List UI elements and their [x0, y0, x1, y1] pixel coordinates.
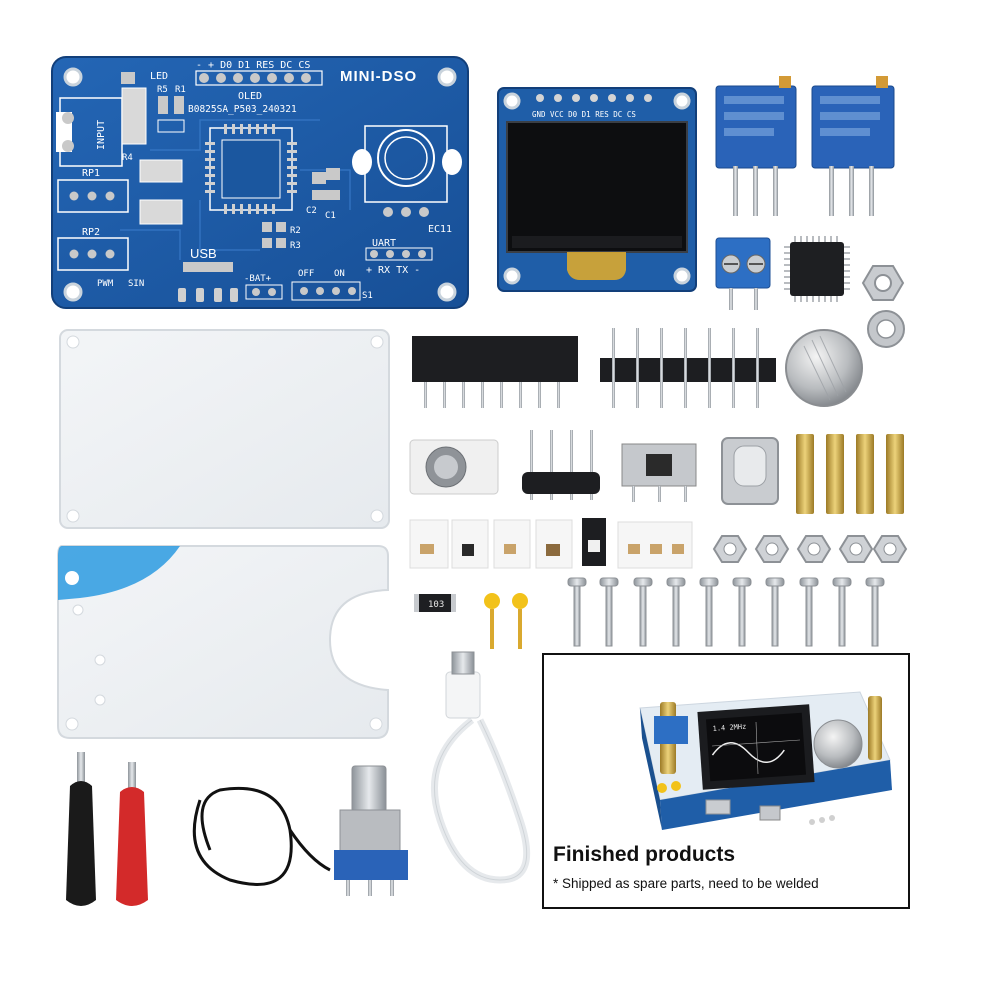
- brass-standoffs: [796, 434, 904, 514]
- pcb-title: MINI-DSO: [340, 68, 417, 85]
- mcu-footprint: [205, 124, 297, 214]
- uart-pin-labels: + RX TX -: [366, 265, 420, 276]
- s1-label: S1: [362, 291, 373, 301]
- uart-label: UART: [372, 238, 396, 249]
- sin-label: SIN: [128, 279, 144, 289]
- hex-nut-large: [861, 265, 905, 301]
- oled-screen: [506, 121, 688, 253]
- slide-switch: [621, 443, 697, 502]
- washer: [867, 310, 905, 348]
- buzzer-module: [409, 439, 499, 495]
- female-pin-header: [412, 336, 578, 408]
- board-code: B0825SA_P503_240321: [188, 104, 297, 115]
- main-pcb: - + D0 D1 RES DC CS MINI-DSO OLED B0825S…: [51, 56, 469, 309]
- trim-potentiometer-1: [715, 76, 797, 216]
- oled-module-pin-labels: GND VCC D0 D1 RES DC CS: [532, 110, 636, 119]
- c1-label: C1: [325, 211, 336, 221]
- input-label: INPUT: [96, 120, 107, 150]
- finished-products-title: Finished products: [553, 843, 736, 866]
- usb-cable: [430, 651, 531, 884]
- oled-label: OLED: [238, 91, 262, 102]
- acrylic-panel-top: [59, 329, 390, 529]
- male-pin-header: [600, 328, 776, 408]
- black-jumper-wire: [192, 786, 331, 886]
- r4-label: R4: [122, 153, 133, 163]
- mcu-chip: [784, 236, 850, 302]
- four-pin-header: [522, 430, 600, 500]
- oled-header-pads: [195, 70, 323, 86]
- inductor-pad: [121, 87, 147, 145]
- trim-potentiometer-2: [811, 76, 895, 216]
- yellow-test-pins: [484, 593, 528, 649]
- acrylic-panel-bottom: [57, 545, 389, 739]
- r2-label: R2: [290, 226, 301, 236]
- rp2-label: RP2: [82, 227, 100, 238]
- c2-label: C2: [306, 206, 317, 216]
- oled-flex-cable: [567, 252, 626, 280]
- usb-c-connector: [721, 437, 779, 505]
- finished-product-box: 1.4 2MHz: [542, 653, 910, 909]
- input-connector-footprint: INPUT: [56, 97, 123, 167]
- pcb-mounting-holes: [63, 67, 457, 302]
- encoder-knob: [785, 329, 863, 407]
- usb-label: USB: [190, 246, 217, 261]
- oled-module: GND VCC D0 D1 RES DC CS: [497, 87, 697, 292]
- finished-screen-text: 1.4 2MHz: [712, 723, 746, 733]
- alligator-clip-red: [116, 762, 148, 906]
- alligator-clip-black: [66, 752, 96, 906]
- resistor-code: 103: [428, 600, 444, 610]
- screw-terminal-block: [715, 237, 771, 310]
- smd-resistor-103: 103: [414, 594, 456, 612]
- bat-label: -BAT+: [244, 274, 272, 284]
- usb-pads: [183, 262, 233, 272]
- pwm-label: PWM: [97, 279, 114, 289]
- rotary-encoder: [334, 765, 408, 896]
- r1-label: R1: [175, 85, 186, 95]
- r3-label: R3: [290, 241, 301, 251]
- on-label: ON: [334, 269, 345, 279]
- rp1-label: RP1: [82, 168, 100, 179]
- off-label: OFF: [298, 269, 314, 279]
- led-pad: [121, 72, 135, 84]
- hex-nuts-row: [712, 535, 908, 563]
- finished-products-note: * Shipped as spare parts, need to be wel…: [553, 876, 819, 891]
- led-label: LED: [150, 71, 168, 82]
- r5-label: R5: [157, 85, 168, 95]
- finished-device: 1.4 2MHz: [639, 691, 892, 830]
- encoder-footprint: [352, 125, 462, 217]
- smd-component-strips: [409, 518, 693, 569]
- oled-pin-labels: - + D0 D1 RES DC CS: [196, 60, 310, 71]
- ec11-label: EC11: [428, 224, 452, 235]
- screws-row: [567, 577, 885, 647]
